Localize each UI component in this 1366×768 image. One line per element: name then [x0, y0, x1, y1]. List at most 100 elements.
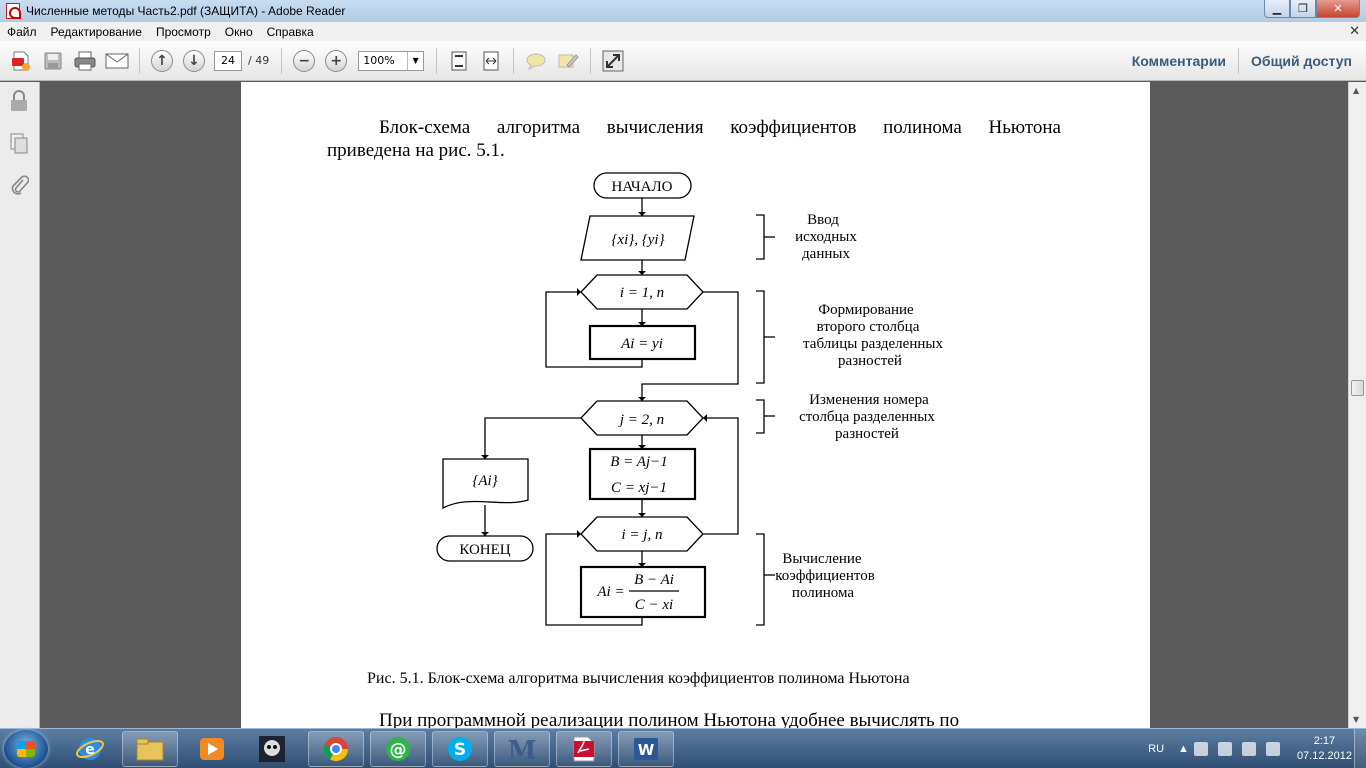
- note1-line: исходных: [795, 229, 857, 245]
- paragraph-next: При программной реализации полином Ньюто…: [379, 710, 960, 728]
- lock-icon[interactable]: [9, 90, 29, 112]
- volume-icon[interactable]: [1265, 742, 1280, 756]
- add-comment-button[interactable]: [523, 48, 549, 74]
- pen-icon: [558, 53, 579, 68]
- menu-edit[interactable]: Редактирование: [50, 24, 142, 39]
- tray-expand-icon[interactable]: ▲: [1178, 743, 1189, 755]
- share-pane-button[interactable]: Общий доступ: [1251, 53, 1352, 69]
- menu-window[interactable]: Окно: [224, 24, 253, 39]
- fit-width-button[interactable]: [478, 48, 504, 74]
- zoom-select[interactable]: 100% ▼: [358, 50, 425, 71]
- close-document-button[interactable]: ✕: [1349, 23, 1360, 38]
- zoom-out-button[interactable]: −: [291, 48, 317, 74]
- next-page-button[interactable]: ↓: [181, 48, 207, 74]
- pdf-page: Блок-схема алгоритма вычисления коэффици…: [241, 82, 1150, 728]
- comments-pane-button[interactable]: Комментарии: [1131, 53, 1227, 69]
- network-icon[interactable]: [1217, 742, 1232, 756]
- taskbar: e @ S M W RU ▲ 2:17 07.12.2012: [0, 728, 1366, 768]
- input-label: {xi}, {yi}: [611, 232, 664, 248]
- menu-view[interactable]: Просмотр: [155, 24, 211, 39]
- language-indicator[interactable]: RU: [1148, 743, 1165, 755]
- page-number-input[interactable]: 24: [214, 50, 242, 71]
- action-center-icon[interactable]: [1193, 742, 1208, 756]
- pages-icon[interactable]: [9, 132, 29, 154]
- taskbar-ie[interactable]: e: [62, 731, 118, 767]
- toolbar-right: Комментарии Общий доступ: [1132, 41, 1352, 81]
- toolbar-separator: [1238, 48, 1240, 74]
- clock-date: 07.12.2012: [1296, 750, 1352, 762]
- note3-line: разностей: [835, 426, 899, 442]
- page-count: / 49: [248, 54, 270, 67]
- start-button[interactable]: [4, 730, 48, 768]
- zoom-value: 100%: [363, 54, 395, 67]
- input-block: [580, 215, 695, 261]
- note2-line: таблицы разделенных: [803, 336, 943, 352]
- maximize-button[interactable]: ❐: [1290, 0, 1316, 18]
- print-button[interactable]: [72, 48, 98, 74]
- save-button[interactable]: [40, 48, 66, 74]
- previous-page-button[interactable]: ↑: [149, 48, 175, 74]
- note1-line: Ввод: [807, 212, 839, 228]
- zoom-in-button[interactable]: +: [323, 48, 349, 74]
- mathcad-icon: M: [508, 736, 537, 763]
- formula-block: [579, 565, 707, 619]
- power-icon[interactable]: [1241, 742, 1256, 756]
- system-tray: RU ▲ 2:17 07.12.2012: [1148, 729, 1352, 768]
- toolbar: ↑ ↓ 24 / 49 − + 100% ▼ Комментарии Общий…: [0, 41, 1366, 81]
- taskbar-explorer[interactable]: [122, 731, 178, 767]
- title-bar: Численные методы Часть2.pdf (ЗАЩИТА) - A…: [0, 0, 1366, 22]
- note4-line: полинома: [792, 585, 854, 601]
- taskbar-mail-agent[interactable]: @: [370, 731, 426, 767]
- save-icon: [44, 52, 62, 69]
- note4-line: коэффициентов: [775, 568, 875, 584]
- fit-page-button[interactable]: [446, 48, 472, 74]
- assign-b-label: B = Aj−1: [610, 454, 667, 470]
- note3-line: Изменения номера: [809, 392, 929, 408]
- taskbar-app-skull[interactable]: [244, 731, 300, 767]
- taskbar-mathcad[interactable]: M: [494, 731, 550, 767]
- loop3-label: i = j, n: [622, 527, 663, 543]
- flowchart: НАЧАЛО {xi}, {yi} i = 1, n Ai = yi j = 2…: [436, 172, 943, 626]
- minimize-button[interactable]: ▁: [1264, 0, 1290, 18]
- svg-text:W: W: [638, 741, 655, 759]
- paragraph-line-1: Блок-схема алгоритма вычисления коэффици…: [379, 117, 1061, 138]
- minus-icon: −: [293, 49, 316, 72]
- close-button[interactable]: ✕: [1316, 0, 1360, 18]
- email-button[interactable]: [104, 48, 130, 74]
- menu-help[interactable]: Справка: [266, 24, 314, 39]
- create-pdf-button[interactable]: [8, 48, 34, 74]
- note2-line: разностей: [838, 353, 902, 369]
- taskbar-skype[interactable]: S: [432, 731, 488, 767]
- taskbar-chrome[interactable]: [308, 731, 364, 767]
- svg-text:e: e: [85, 742, 95, 758]
- clock-time: 2:17: [1313, 735, 1336, 747]
- taskbar-adobe-reader[interactable]: [556, 731, 612, 767]
- figure-caption: Рис. 5.1. Блок-схема алгоритма вычислени…: [367, 670, 910, 687]
- clock[interactable]: 2:17 07.12.2012: [1297, 734, 1352, 764]
- window-title: Численные методы Часть2.pdf (ЗАЩИТА) - A…: [26, 4, 346, 18]
- adobe-reader-icon: [6, 3, 21, 19]
- show-desktop-button[interactable]: [1354, 729, 1366, 768]
- scroll-up-icon[interactable]: ▲: [1353, 86, 1360, 95]
- svg-text:@: @: [390, 740, 407, 760]
- media-player-icon: [200, 738, 224, 760]
- scroll-down-icon[interactable]: ▼: [1353, 715, 1360, 724]
- scrollbar-thumb[interactable]: [1351, 380, 1364, 396]
- end-label: КОНЕЦ: [459, 542, 510, 558]
- sign-button[interactable]: [555, 48, 581, 74]
- fit-width-icon: [483, 51, 499, 70]
- formula-lhs: Ai =: [596, 584, 624, 600]
- window-controls: ▁ ❐ ✕: [1264, 0, 1360, 18]
- attachments-icon[interactable]: [9, 174, 30, 196]
- note4-line: Вычисление: [782, 551, 862, 567]
- start-label: НАЧАЛО: [612, 179, 673, 195]
- toolbar-separator: [590, 47, 592, 74]
- vertical-scrollbar[interactable]: ▲ ▼: [1348, 82, 1366, 728]
- menu-file[interactable]: Файл: [7, 24, 37, 39]
- document-viewer[interactable]: Блок-схема алгоритма вычисления коэффици…: [41, 82, 1348, 728]
- full-screen-button[interactable]: [600, 48, 626, 74]
- svg-text:M: M: [508, 736, 537, 763]
- taskbar-media-player[interactable]: [184, 731, 240, 767]
- output-label: {Ai}: [472, 473, 497, 489]
- taskbar-word[interactable]: W: [618, 731, 674, 767]
